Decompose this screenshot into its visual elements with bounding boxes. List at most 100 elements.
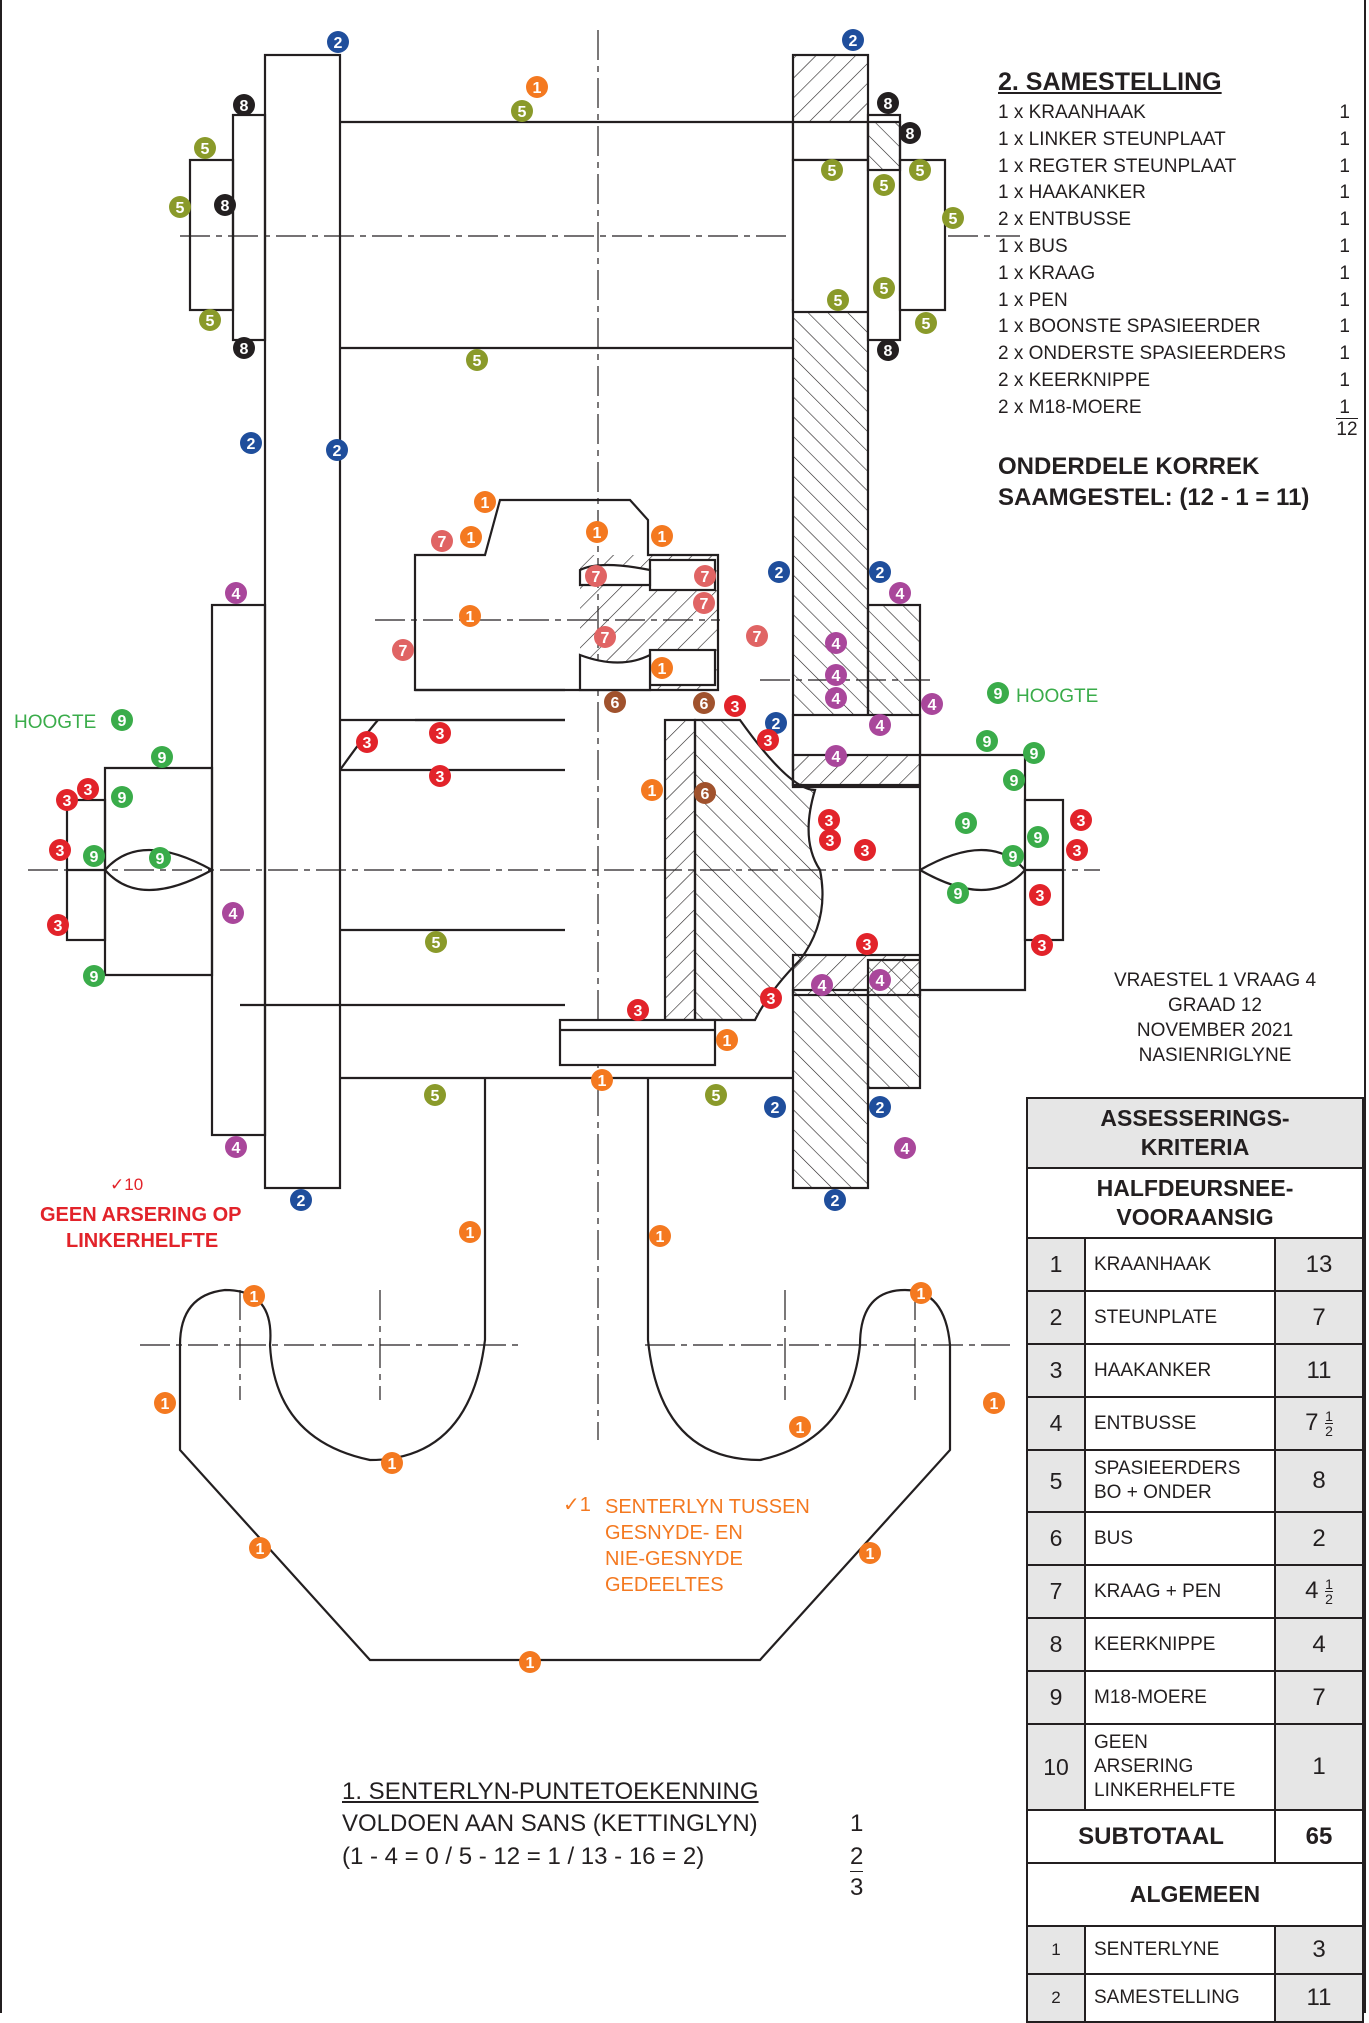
- mark-5-marker: [169, 196, 191, 218]
- mark-1-marker-number: 1: [466, 609, 475, 626]
- exam-line4: NASIENRIGLYNE: [1138, 1045, 1292, 1066]
- mark-3-marker-number: 3: [1077, 813, 1086, 830]
- mark-3-marker: [760, 987, 782, 1009]
- mark-8-marker: [233, 337, 255, 359]
- mark-3-marker: [429, 722, 451, 744]
- criteria-value: 4: [1274, 1617, 1364, 1672]
- mark-3-marker: [818, 809, 840, 831]
- mark-7-marker-number: 7: [601, 630, 610, 647]
- mark-3-marker-number: 3: [826, 833, 835, 850]
- mark-1-marker: [651, 657, 673, 679]
- mark-9-marker-number: 9: [1034, 830, 1043, 847]
- mark-5-marker-number: 5: [176, 200, 185, 217]
- mark-4-marker: [825, 632, 847, 654]
- mark-3-marker: [1066, 839, 1088, 861]
- centre-note-tick: ✓1: [563, 1494, 591, 1516]
- assembly-item-mark: 1: [1339, 155, 1350, 177]
- criteria-num: 4: [1026, 1396, 1086, 1451]
- mark-1-marker-number: 1: [648, 783, 657, 800]
- mark-5-marker: [827, 289, 849, 311]
- mark-9-marker-number: 9: [1010, 773, 1019, 790]
- correct-line1: ONDERDELE KORREK: [998, 453, 1260, 480]
- criteria-value: 8: [1274, 1449, 1364, 1513]
- assembly-item-mark: 1: [1339, 343, 1350, 365]
- assembly-item-label: 1 x KRAAG: [998, 262, 1096, 284]
- mark-9-marker-number: 9: [158, 750, 167, 767]
- mark-8-marker-number: 8: [884, 343, 893, 360]
- mark-5-marker-number: 5: [828, 163, 837, 180]
- mark-3-marker-number: 3: [54, 918, 63, 935]
- mark-9-marker-number: 9: [118, 713, 127, 730]
- mark-2-marker-number: 2: [334, 35, 343, 52]
- mark-4-marker: [825, 687, 847, 709]
- drawing-geometry: [28, 30, 1100, 1662]
- assembly-item-mark: 1: [1339, 182, 1350, 204]
- mark-4-marker: [225, 1136, 247, 1158]
- mark-1-marker-number: 1: [161, 1396, 170, 1413]
- mark-7-marker-number: 7: [753, 629, 762, 646]
- criteria-num: 8: [1026, 1617, 1086, 1672]
- mark-1-marker: [381, 1452, 403, 1474]
- mark-4-marker-number: 4: [928, 697, 937, 714]
- mark-9-marker: [1002, 845, 1024, 867]
- mark-3-marker: [1031, 934, 1053, 956]
- assembly-item-mark: 1: [1339, 396, 1350, 418]
- assembly-item-mark: 1: [1339, 209, 1350, 231]
- criteria-label: KEERKNIPPE: [1084, 1617, 1276, 1672]
- criteria-value: 2: [1274, 1511, 1364, 1566]
- mark-7-marker-number: 7: [700, 596, 709, 613]
- no-hatch-tick: ✓10: [110, 1175, 144, 1194]
- mark-1-marker: [641, 779, 663, 801]
- mark-1-marker-number: 1: [466, 1225, 475, 1242]
- correct-line2: SAAMGESTEL: (12 - 1 = 11): [998, 484, 1310, 511]
- mark-9-marker: [83, 845, 105, 867]
- mark-5-marker: [425, 931, 447, 953]
- mark-1-marker: [789, 1416, 811, 1438]
- mark-5-marker-number: 5: [206, 313, 215, 330]
- exam-line2: GRAAD 12: [1168, 995, 1262, 1016]
- mark-8-marker: [899, 122, 921, 144]
- mark-3-marker: [77, 778, 99, 800]
- mark-3-marker-number: 3: [56, 843, 65, 860]
- assembly-item-label: 1 x REGTER STEUNPLAAT: [998, 155, 1237, 177]
- assembly-item-label: 2 x M18-MOERE: [998, 396, 1142, 418]
- assembly-total: 12: [1336, 418, 1358, 440]
- mark-1-marker: [249, 1537, 271, 1559]
- assembly-item-mark: 1: [1339, 102, 1350, 123]
- subtotal-value: 65: [1274, 1809, 1364, 1864]
- no-hatch-line1: GEEN ARSERING OP: [40, 1204, 242, 1226]
- criteria-value: 13: [1274, 1237, 1364, 1292]
- mark-6-marker: [693, 692, 715, 714]
- mark-1-marker-number: 1: [250, 1289, 259, 1306]
- assembly-item-mark: 1: [1339, 289, 1350, 311]
- mark-3-marker: [56, 789, 78, 811]
- mark-1-marker: [649, 1225, 671, 1247]
- assembly-item-label: 1 x BUS: [998, 236, 1068, 257]
- mark-1-marker-number: 1: [598, 1073, 607, 1090]
- mark-1-marker: [474, 491, 496, 513]
- mark-5-marker-number: 5: [712, 1088, 721, 1105]
- mark-8-marker-number: 8: [221, 198, 230, 215]
- centreline-total: 3: [850, 1874, 864, 1901]
- assembly-item-mark: 1: [1339, 316, 1350, 338]
- mark-9-marker-number: 9: [954, 886, 963, 903]
- assembly-item-mark: 1: [1339, 262, 1350, 284]
- general-num: 1: [1026, 1925, 1086, 1975]
- mark-5-marker: [511, 100, 533, 122]
- mark-4-marker: [225, 582, 247, 604]
- criteria-num: 7: [1026, 1564, 1086, 1619]
- mark-9-marker: [111, 709, 133, 731]
- mark-5-marker: [873, 277, 895, 299]
- criteria-num: 9: [1026, 1670, 1086, 1725]
